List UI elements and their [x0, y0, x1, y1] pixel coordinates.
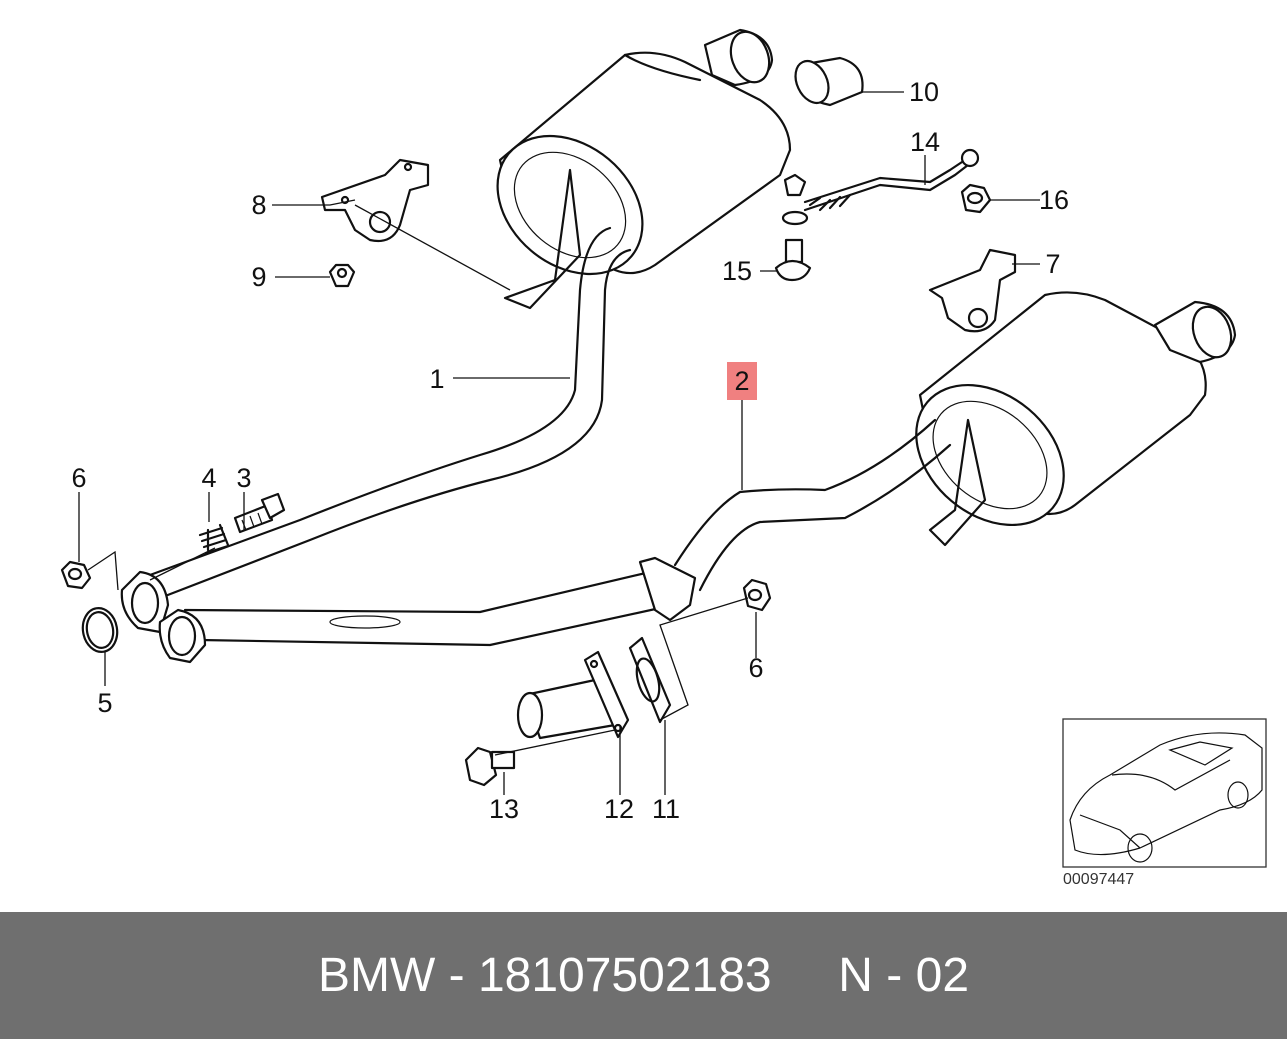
- brand-name: BMW: [317, 949, 436, 1002]
- callout-5: 5: [97, 688, 112, 718]
- leader-lines: [78, 91, 1040, 795]
- vehicle-thumbnail: [1062, 718, 1267, 868]
- callout-2: 2: [734, 366, 749, 396]
- ground-strap: [781, 148, 980, 226]
- thumbnail-code: 00097447: [1063, 871, 1135, 888]
- callout-4: 4: [201, 463, 216, 493]
- part-info-footer: BMW - 18107502183 N - 02: [0, 912, 1287, 1039]
- exhaust-parts-diagram: 1 2 3 4 5 6 6 7 8 9 10 11 12 13 14 15 16…: [60, 28, 1267, 888]
- callout-13: 13: [489, 794, 519, 824]
- callout-6-right: 6: [748, 653, 763, 683]
- bolt-13: [464, 746, 516, 787]
- part-number: 18107502183: [477, 949, 772, 1002]
- front-flanges: [120, 570, 207, 664]
- thumbnail-frame: [1062, 718, 1267, 868]
- hex-nut-9: [328, 263, 356, 288]
- collar-nut-6-right: [742, 578, 772, 612]
- spring-4: [198, 523, 230, 555]
- hanger-bracket-left: [320, 158, 430, 243]
- screw-15: [774, 238, 812, 282]
- exhaust-pipe-2: [183, 418, 952, 647]
- exhaust-pipe-1: [148, 226, 632, 600]
- tailpipe-trim: [794, 56, 864, 107]
- car-sketch-icon: [1069, 732, 1263, 863]
- position-code: N - 02: [838, 949, 970, 1002]
- gasket-11: [628, 636, 672, 724]
- callout-2-highlight: [727, 362, 757, 400]
- sealing-ring-5: [81, 607, 119, 653]
- callout-3: 3: [236, 463, 251, 493]
- footer-caption: BMW - 18107502183 N - 02: [317, 949, 970, 1002]
- callout-12: 12: [604, 794, 634, 824]
- collar-nut-6-left: [60, 560, 92, 590]
- callout-16: 16: [1039, 185, 1069, 215]
- callout-14: 14: [910, 127, 940, 157]
- callout-6-left: 6: [71, 463, 86, 493]
- left-rear-muffler: [496, 28, 792, 310]
- collar-nut-16: [960, 183, 992, 214]
- right-rear-muffler: [915, 291, 1237, 547]
- bolt-3: [233, 492, 286, 534]
- callout-15: 15: [722, 256, 752, 286]
- callout-7: 7: [1045, 249, 1060, 279]
- hanger-bracket-right: [928, 248, 1017, 333]
- callout-11: 11: [652, 794, 680, 824]
- callout-8: 8: [251, 190, 266, 220]
- callout-10: 10: [909, 77, 939, 107]
- adapter-pipe-12: [516, 650, 630, 740]
- callout-9: 9: [251, 262, 266, 292]
- exhaust-drawing: 1 2 3 4 5 6 6 7 8 9 10 11 12 13 14 15 16: [60, 28, 1267, 868]
- callout-1: 1: [429, 364, 444, 394]
